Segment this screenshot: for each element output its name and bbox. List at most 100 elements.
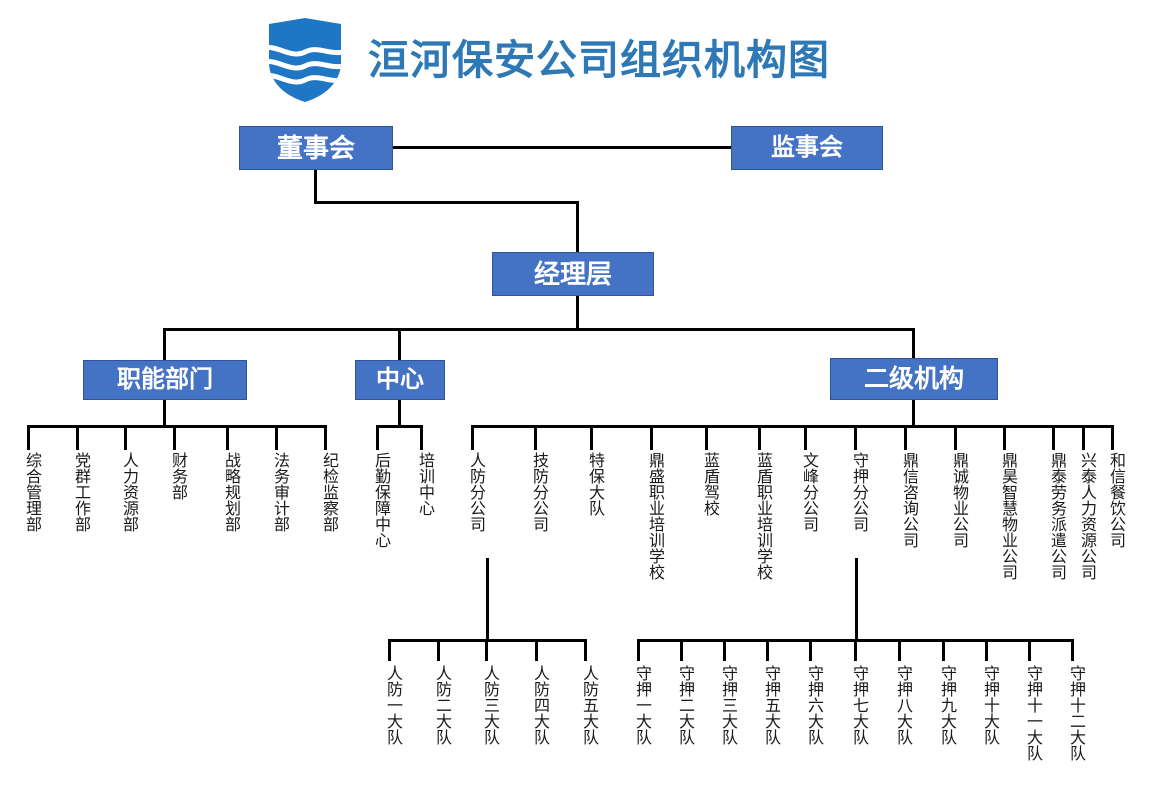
shouya-brigade-5: 守押六大队 — [805, 665, 822, 745]
connector-board-elbow — [314, 201, 579, 204]
box-functional-departments[interactable]: 职能部门 — [83, 360, 247, 400]
connector-shouya-stem — [855, 558, 858, 641]
connector-drop — [535, 639, 538, 661]
functional-department-4: 财务部 — [169, 452, 186, 500]
connector-drop — [650, 425, 653, 450]
shouya-brigade-3: 守押三大队 — [719, 665, 736, 745]
functional-department-3: 人力资源部 — [120, 452, 137, 532]
connector-drop — [942, 639, 945, 661]
connector-bus-to-centers — [398, 328, 401, 360]
secondary-institution-4: 鼎盛职业培训学校 — [646, 452, 663, 580]
functional-department-6: 法务审计部 — [271, 452, 288, 532]
connector-drop — [804, 425, 807, 450]
box-secondary-institutions[interactable]: 二级机构 — [830, 358, 998, 400]
connector-board-down — [314, 170, 317, 204]
connector-drop — [904, 425, 907, 450]
secondary-institution-3: 特保大队 — [586, 452, 603, 516]
connector-secondary-bus — [472, 425, 1112, 428]
connector-drop — [985, 639, 988, 661]
secondary-institution-14: 和信餐饮公司 — [1107, 452, 1124, 548]
functional-department-7: 纪检监察部 — [320, 452, 337, 532]
connector-drop — [705, 425, 708, 450]
connector-drop — [485, 639, 488, 661]
connector-drop — [1052, 425, 1055, 450]
shouya-brigade-10: 守押十一大队 — [1024, 665, 1041, 761]
shouya-brigade-7: 守押八大队 — [894, 665, 911, 745]
connector-drop — [376, 425, 379, 450]
connector-renfang-stem — [486, 558, 489, 641]
connector-drop — [1028, 639, 1031, 661]
shield-wave-logo — [263, 16, 347, 104]
connector-drop — [584, 639, 587, 661]
secondary-institution-12: 鼎泰劳务派遣公司 — [1048, 452, 1065, 580]
secondary-institution-13: 兴泰人力资源公司 — [1078, 452, 1095, 580]
connector-centers-bus — [377, 425, 421, 428]
connector-board-to-supervisors — [393, 146, 731, 149]
shouya-brigade-6: 守押七大队 — [850, 665, 867, 745]
box-centers[interactable]: 中心 — [355, 360, 445, 400]
connector-drop — [723, 639, 726, 661]
connector-drop — [898, 639, 901, 661]
connector-secondary-down — [912, 400, 915, 428]
secondary-institution-2: 技防分公司 — [530, 452, 547, 532]
connector-drop — [590, 425, 593, 450]
renfang-brigade-4: 人防四大队 — [531, 665, 548, 745]
connector-drop — [854, 425, 857, 450]
secondary-institution-11: 鼎昊智慧物业公司 — [999, 452, 1016, 580]
renfang-brigade-2: 人防二大队 — [433, 665, 450, 745]
connector-drop — [854, 639, 857, 661]
connector-drop — [1082, 425, 1085, 450]
connector-drop — [758, 425, 761, 450]
connector-bus-to-functional — [163, 328, 166, 360]
connector-drop — [76, 425, 79, 450]
functional-department-1: 综合管理部 — [23, 452, 40, 532]
connector-centers-down — [398, 400, 401, 428]
functional-department-2: 党群工作部 — [72, 452, 89, 532]
shouya-brigade-9: 守押十大队 — [981, 665, 998, 745]
connector-management-down — [576, 296, 579, 331]
shouya-brigade-4: 守押五大队 — [762, 665, 779, 745]
connector-drop — [226, 425, 229, 450]
center-1: 后勤保障中心 — [372, 452, 389, 548]
connector-functional-bus — [28, 425, 325, 428]
connector-drop — [637, 639, 640, 661]
connector-drop — [471, 425, 474, 450]
renfang-brigade-3: 人防三大队 — [481, 665, 498, 745]
box-board-of-directors[interactable]: 董事会 — [239, 126, 393, 170]
secondary-institution-7: 文峰分公司 — [800, 452, 817, 532]
page-title: 洹河保安公司组织机构图 — [368, 37, 830, 83]
connector-drop — [420, 425, 423, 450]
secondary-institution-8: 守押分公司 — [850, 452, 867, 532]
connector-drop — [275, 425, 278, 450]
secondary-institution-6: 蓝盾职业培训学校 — [754, 452, 771, 580]
secondary-institution-1: 人防分公司 — [467, 452, 484, 532]
connector-drop — [388, 639, 391, 661]
secondary-institution-10: 鼎诚物业公司 — [950, 452, 967, 548]
renfang-brigade-5: 人防五大队 — [580, 665, 597, 745]
shouya-brigade-2: 守押二大队 — [676, 665, 693, 745]
connector-drop — [324, 425, 327, 450]
connector-drop — [1111, 425, 1114, 450]
connector-level2-bus — [163, 328, 915, 331]
shouya-brigade-8: 守押九大队 — [938, 665, 955, 745]
connector-to-management — [576, 201, 579, 252]
shouya-brigade-1: 守押一大队 — [633, 665, 650, 745]
connector-bus-to-secondary — [912, 328, 915, 358]
shouya-brigade-11: 守押十二大队 — [1067, 665, 1084, 761]
connector-drop — [124, 425, 127, 450]
connector-drop — [1071, 639, 1074, 661]
connector-drop — [27, 425, 30, 450]
connector-drop — [437, 639, 440, 661]
secondary-institution-5: 蓝盾驾校 — [701, 452, 718, 516]
center-2: 培训中心 — [416, 452, 433, 516]
box-supervisory-board[interactable]: 监事会 — [731, 126, 883, 170]
connector-drop — [954, 425, 957, 450]
connector-drop — [680, 639, 683, 661]
chart-header: 洹河保安公司组织机构图 — [0, 0, 1154, 108]
box-management-layer[interactable]: 经理层 — [492, 252, 654, 296]
connector-drop — [766, 639, 769, 661]
connector-functional-down — [163, 400, 166, 428]
connector-drop — [1003, 425, 1006, 450]
connector-drop — [809, 639, 812, 661]
